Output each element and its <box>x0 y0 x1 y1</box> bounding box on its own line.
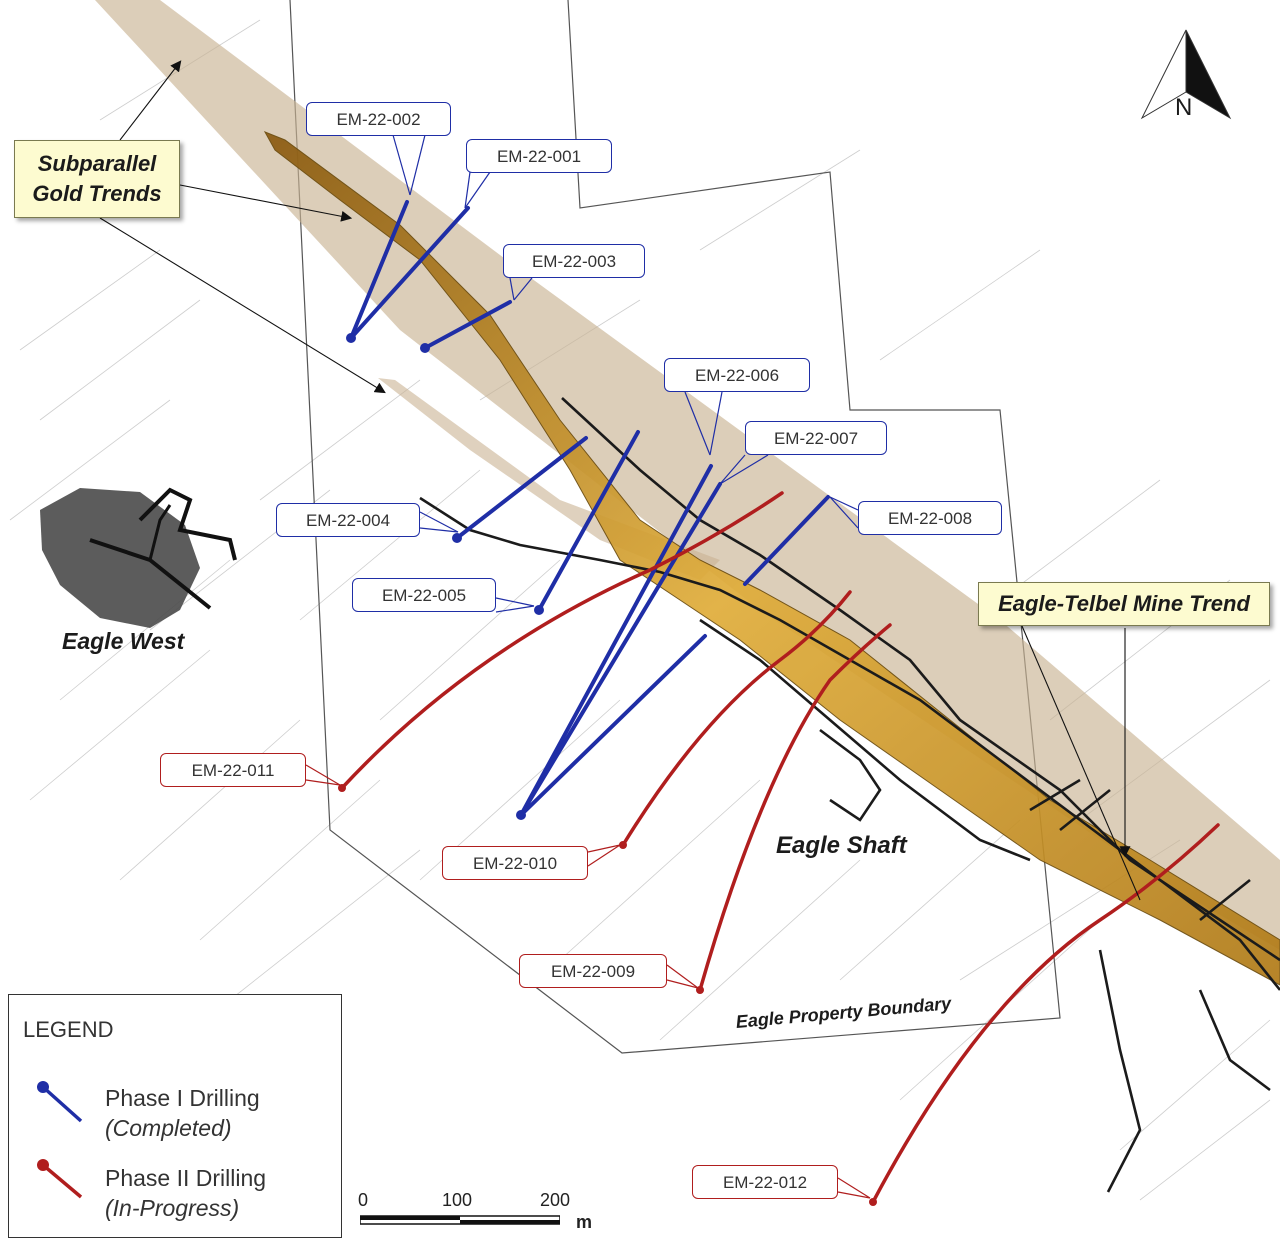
scale-tick-0: 0 <box>358 1190 369 1210</box>
label-em-22-006: EM-22-006 <box>664 358 810 392</box>
legend-phase1-icon <box>41 1085 83 1123</box>
legend-symbols <box>37 1081 83 1199</box>
scale-bar-graphic <box>360 1215 560 1225</box>
eagle-west-label: Eagle West <box>62 628 185 654</box>
label-em-22-003: EM-22-003 <box>503 244 645 278</box>
eagle-property-boundary-line <box>289 0 1061 1054</box>
label-leaders <box>305 134 871 1199</box>
phase2-collars <box>338 784 877 1206</box>
legend-phase2-name: Phase II Drilling <box>105 1165 267 1191</box>
legend-title: LEGEND <box>23 1017 114 1042</box>
label-em-22-007: EM-22-007 <box>745 421 887 455</box>
legend-phase2-status: (In-Progress) <box>105 1195 240 1221</box>
phase2-drill-holes <box>340 491 1220 1204</box>
label-em-22-004: EM-22-004 <box>276 503 420 537</box>
label-em-22-005: EM-22-005 <box>352 578 496 612</box>
label-em-22-012: EM-22-012 <box>692 1165 838 1199</box>
scale-tick-200: 200 <box>540 1190 571 1210</box>
label-em-22-011: EM-22-011 <box>160 753 306 787</box>
scale-bar: 0 100 200 m <box>350 1190 610 1240</box>
eagle-telbel-callout: Eagle-Telbel Mine Trend <box>978 582 1270 626</box>
label-em-22-002: EM-22-002 <box>306 102 451 136</box>
north-arrow <box>1140 29 1232 120</box>
callout-arrows <box>99 60 1141 901</box>
eagle-telbel-ore-zone <box>263 131 1280 986</box>
phase1-drill-holes <box>349 200 830 817</box>
label-em-22-001: EM-22-001 <box>466 139 612 173</box>
label-em-22-008: EM-22-008 <box>858 501 1002 535</box>
eagle-shaft-label: Eagle Shaft <box>776 832 907 859</box>
legend: LEGEND Phase I Drilling (Completed) Phas… <box>8 994 342 1238</box>
label-em-22-010: EM-22-010 <box>442 846 588 880</box>
legend-phase1-name: Phase I Drilling <box>105 1085 260 1111</box>
subparallel-line2: Gold Trends <box>32 181 162 206</box>
legend-item-phase2: Phase II Drilling (In-Progress) <box>105 1163 266 1223</box>
scale-unit: m <box>576 1212 593 1232</box>
legend-phase2-icon <box>41 1163 83 1199</box>
north-label: N <box>1175 94 1193 121</box>
subparallel-gold-trends-callout: Subparallel Gold Trends <box>14 140 180 218</box>
scale-tick-100: 100 <box>442 1190 473 1210</box>
label-em-22-009: EM-22-009 <box>519 954 667 988</box>
legend-item-phase1: Phase I Drilling (Completed) <box>105 1083 260 1143</box>
phase1-collars <box>346 333 544 820</box>
underground-workings <box>419 397 1280 1193</box>
subparallel-line1: Subparallel <box>37 151 157 176</box>
eagle-west-workings <box>40 487 237 628</box>
legend-phase1-status: (Completed) <box>105 1115 232 1141</box>
